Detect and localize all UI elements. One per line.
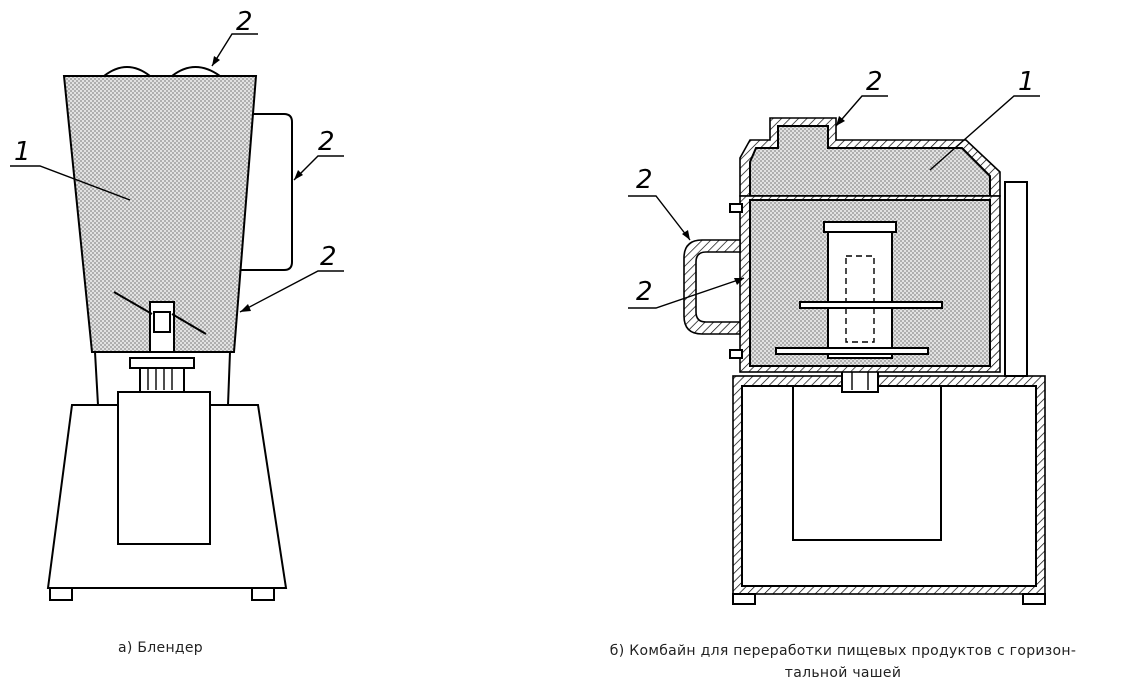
processor-callout-contents: 1	[1018, 67, 1035, 97]
blender-callout-wall: 2	[320, 242, 337, 272]
processor-foot-left	[732, 593, 756, 605]
blender-handle	[240, 113, 293, 271]
processor-tool-inner	[845, 255, 875, 343]
blender-callout-jar: 1	[14, 137, 31, 167]
blender-lid-dome-right	[171, 66, 221, 77]
processor-tool	[827, 227, 893, 359]
processor-motor	[792, 385, 942, 541]
processor-upper-blade	[799, 301, 943, 309]
blender-coupling-ring	[129, 357, 195, 369]
processor-callout-lid: 2	[866, 67, 883, 97]
blender-blade-left	[113, 291, 153, 315]
processor-callout-handle: 2	[636, 165, 653, 195]
processor-callout-wall: 2	[636, 277, 653, 307]
caption-processor: б) Комбайн для переработки пищевых проду…	[553, 640, 1133, 684]
blender-callout-handle: 2	[318, 127, 335, 157]
caption-processor-line1: б) Комбайн для переработки пищевых проду…	[609, 643, 1077, 659]
processor-handle	[683, 239, 741, 335]
blender-diagram: 2 1 2 2	[10, 7, 344, 601]
blender-blade-right	[171, 313, 207, 335]
caption-processor-line2: тальной чашей	[784, 665, 902, 681]
caption-blender: а) Блендер	[118, 640, 203, 656]
blender-foot-left	[49, 587, 73, 601]
blender-lid-dome-left	[103, 66, 151, 77]
blender-foot-right	[251, 587, 275, 601]
blender-callout-lid: 2	[236, 7, 253, 37]
blender-motor-column	[117, 391, 211, 545]
processor-lower-blade	[775, 347, 929, 355]
processor-rear-upright	[1004, 181, 1028, 377]
processor-foot-right	[1022, 593, 1046, 605]
processor-diagram: 2 1 2 2	[628, 67, 1046, 605]
